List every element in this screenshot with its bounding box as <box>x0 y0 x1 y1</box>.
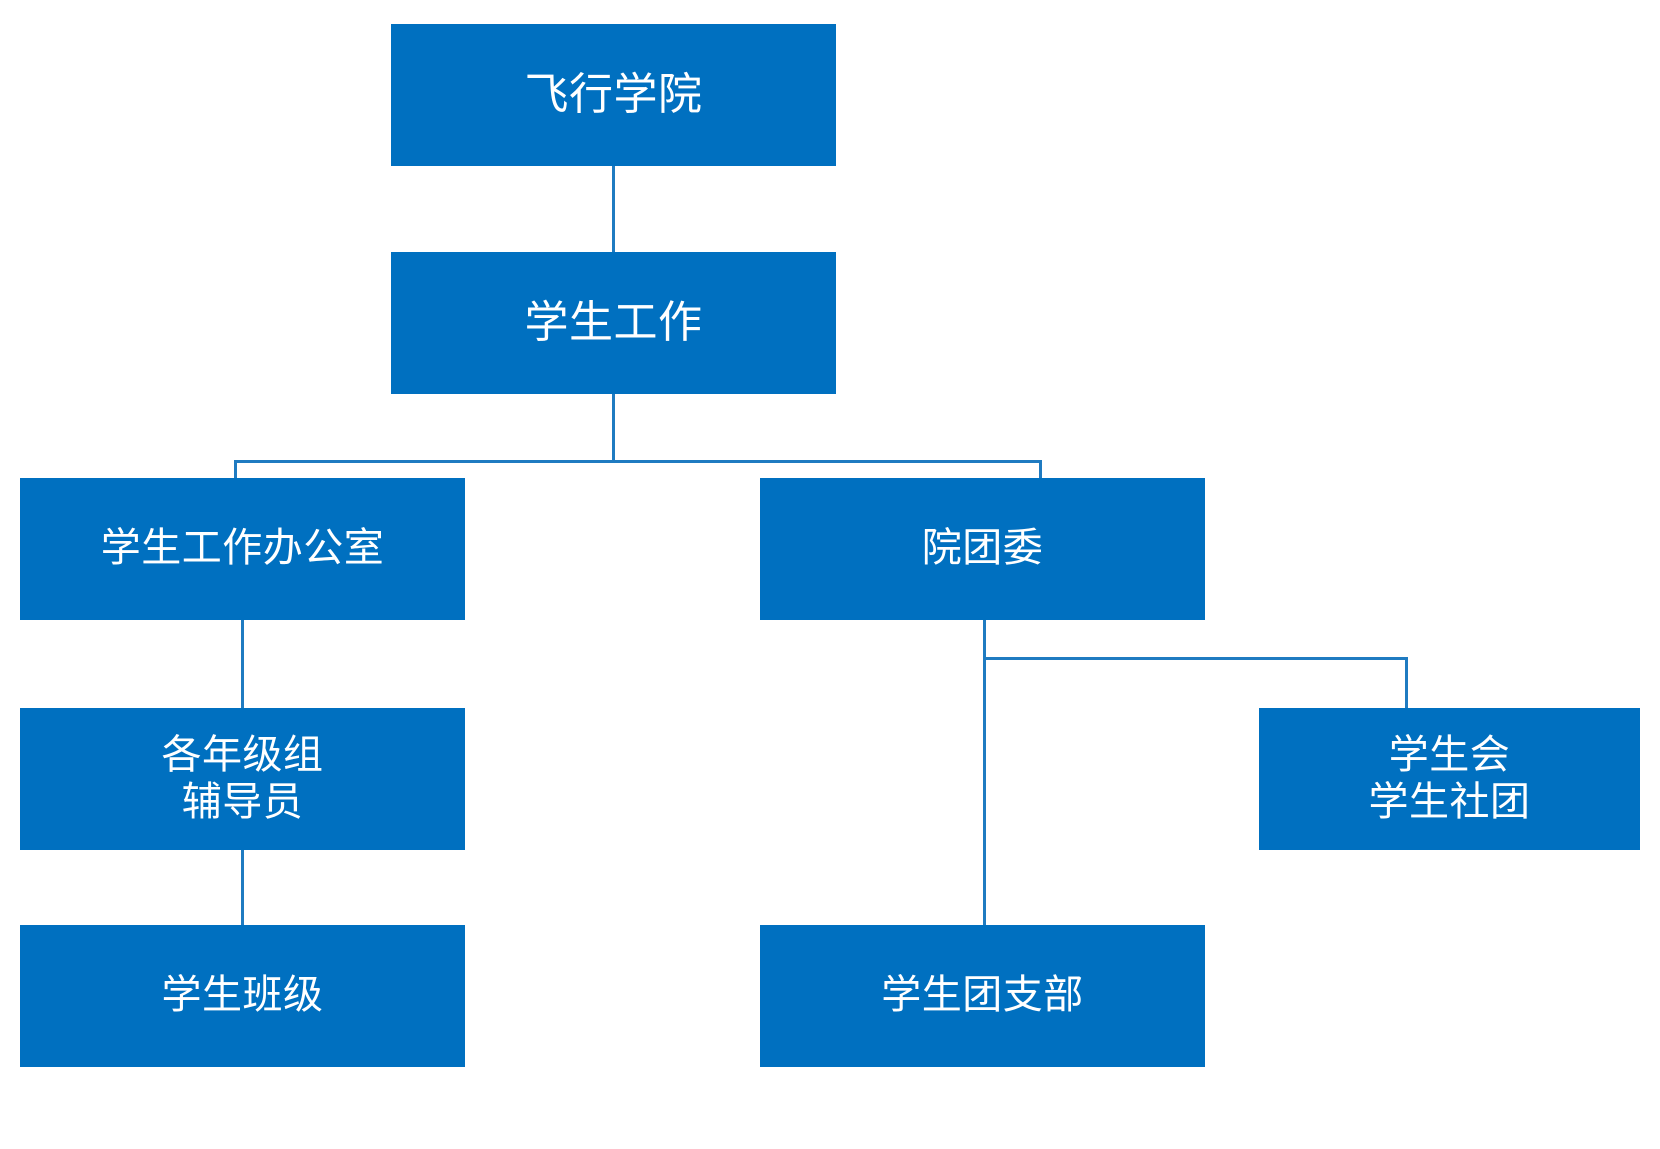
org-node-student-union-clubs[interactable]: 学生会 学生社团 <box>1259 708 1640 850</box>
org-node-grade-counselors[interactable]: 各年级组 辅导员 <box>20 708 465 850</box>
connector-bus-to-office <box>234 460 237 478</box>
org-node-label-league-committee: 院团委 <box>921 526 1044 571</box>
connector-academy-to-work <box>612 166 615 252</box>
org-node-label-student-work: 学生工作 <box>524 298 703 348</box>
connector-bus-to-union <box>1405 657 1408 708</box>
org-node-student-work-office[interactable]: 学生工作办公室 <box>20 478 465 620</box>
connector-office-to-counselors <box>241 620 244 708</box>
org-node-student-classes[interactable]: 学生班级 <box>20 925 465 1067</box>
org-node-flight-academy[interactable]: 飞行学院 <box>391 24 836 166</box>
org-node-league-committee[interactable]: 院团委 <box>760 478 1205 620</box>
org-node-league-branch[interactable]: 学生团支部 <box>760 925 1205 1067</box>
org-node-label-league-branch: 学生团支部 <box>881 973 1084 1018</box>
connector-work-bus <box>234 460 1042 463</box>
org-node-label-grade-counselors: 各年级组 辅导员 <box>161 732 324 824</box>
connector-league-bus <box>983 657 1408 660</box>
connector-work-stem <box>612 394 615 462</box>
connector-league-stem <box>983 620 986 925</box>
org-node-label-student-union-clubs: 学生会 学生社团 <box>1368 732 1531 824</box>
connector-counselors-to-classes <box>241 850 244 925</box>
connector-bus-to-league <box>1039 460 1042 478</box>
org-node-label-student-work-office: 学生工作办公室 <box>100 526 385 571</box>
org-node-label-flight-academy: 飞行学院 <box>524 70 703 120</box>
org-node-label-student-classes: 学生班级 <box>161 973 324 1018</box>
org-node-student-work[interactable]: 学生工作 <box>391 252 836 394</box>
